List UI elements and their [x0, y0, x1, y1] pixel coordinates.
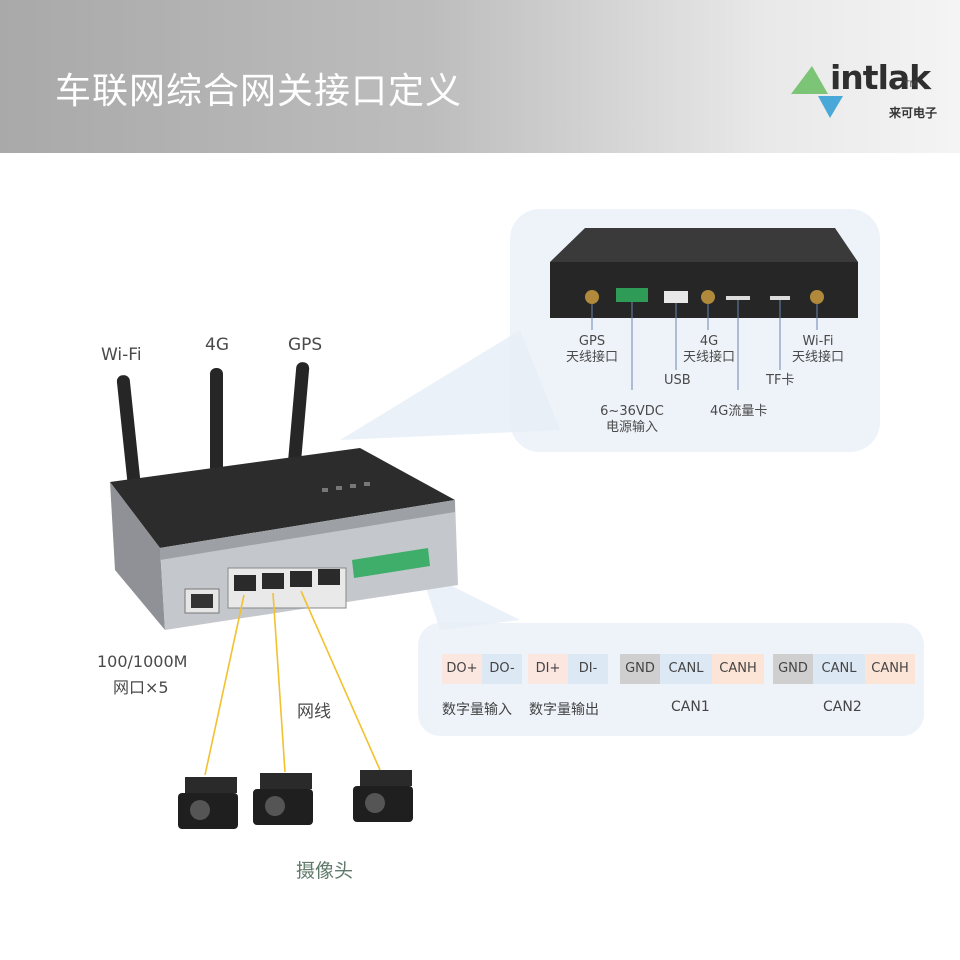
4g-port-label-2: 天线接口: [682, 350, 735, 365]
antenna-label-gps: GPS: [288, 335, 323, 355]
terminal-do-minus: DO-: [482, 654, 522, 684]
power-input-label-2: 电源输入: [605, 420, 658, 435]
antenna-label-wifi: Wi-Fi: [101, 345, 142, 365]
power-input-label-1: 6~36VDC: [600, 404, 664, 419]
logo-chinese-name: 来可电子: [889, 106, 938, 120]
gps-port-label-2: 天线接口: [566, 350, 619, 365]
sim-slot-icon: [726, 296, 750, 300]
gateway-device: [110, 448, 458, 630]
antenna-gps-icon: [287, 362, 310, 470]
camera-3-icon: [353, 770, 413, 822]
logo-tm: TM: [904, 80, 918, 90]
callout-beam-top: [340, 330, 560, 440]
caption-digital-input: 数字量输入: [442, 702, 512, 718]
camera-label: 摄像头: [296, 860, 354, 882]
caption-can2: CAN2: [823, 699, 862, 715]
power-terminal-icon: [616, 288, 648, 302]
terminal-can2-canl: CANL: [813, 654, 865, 684]
wifi-port-label: Wi-Fi 天线接口: [791, 334, 845, 366]
terminal-can2-canh: CANH: [865, 654, 915, 684]
terminal-di-plus: DI+: [528, 654, 568, 684]
page-title: 车联网综合网关接口定义: [55, 71, 463, 112]
terminal-can1-canh: CANH: [712, 654, 764, 684]
logo-mark-icon: [791, 66, 843, 118]
gps-port-label: GPS 天线接口: [566, 334, 618, 366]
network-cables: [204, 590, 381, 776]
tf-slot-label: TF卡: [766, 373, 795, 388]
header-bar: [0, 0, 960, 153]
caption-can1: CAN1: [671, 699, 710, 715]
tf-slot-icon: [770, 296, 790, 300]
antenna-wifi-icon: [116, 375, 141, 485]
antenna-4g-icon: [210, 368, 223, 478]
usb-port-label: USB: [664, 373, 691, 388]
power-input-label: 6~36VDC 电源输入: [600, 404, 664, 436]
terminal-can2-gnd: GND: [773, 654, 813, 684]
sim-card-label: 4G流量卡: [710, 404, 768, 419]
ethernet-label-speed: 100/1000M: [97, 652, 188, 671]
gps-port-label-1: GPS: [578, 334, 606, 349]
leader-lines: [591, 300, 818, 390]
terminal-do-plus: DO+: [442, 654, 482, 684]
camera-2-icon: [253, 773, 313, 825]
4g-connector-icon: [701, 290, 715, 304]
antenna-label-4g: 4G: [205, 335, 229, 355]
logo-wordmark: intlak: [830, 58, 931, 97]
wifi-port-label-2: 天线接口: [791, 350, 844, 365]
caption-digital-output: 数字量输出: [529, 702, 599, 718]
camera-1-icon: [178, 777, 238, 829]
wifi-port-label-1: Wi-Fi: [802, 334, 834, 349]
company-logo: intlak TM 来可电子: [788, 58, 948, 128]
terminal-di-minus: DI-: [568, 654, 608, 684]
cable-label: 网线: [297, 702, 331, 722]
terminal-can1-gnd: GND: [620, 654, 660, 684]
4g-port-label-1: 4G: [699, 334, 719, 349]
rear-panel-device: [550, 228, 858, 318]
gps-connector-icon: [585, 290, 599, 304]
wifi-connector-icon: [810, 290, 824, 304]
ethernet-label-count: 网口×5: [113, 678, 169, 697]
4g-port-label: 4G 天线接口: [682, 334, 736, 366]
usb-port-icon: [664, 291, 688, 303]
terminal-can1-canl: CANL: [660, 654, 712, 684]
